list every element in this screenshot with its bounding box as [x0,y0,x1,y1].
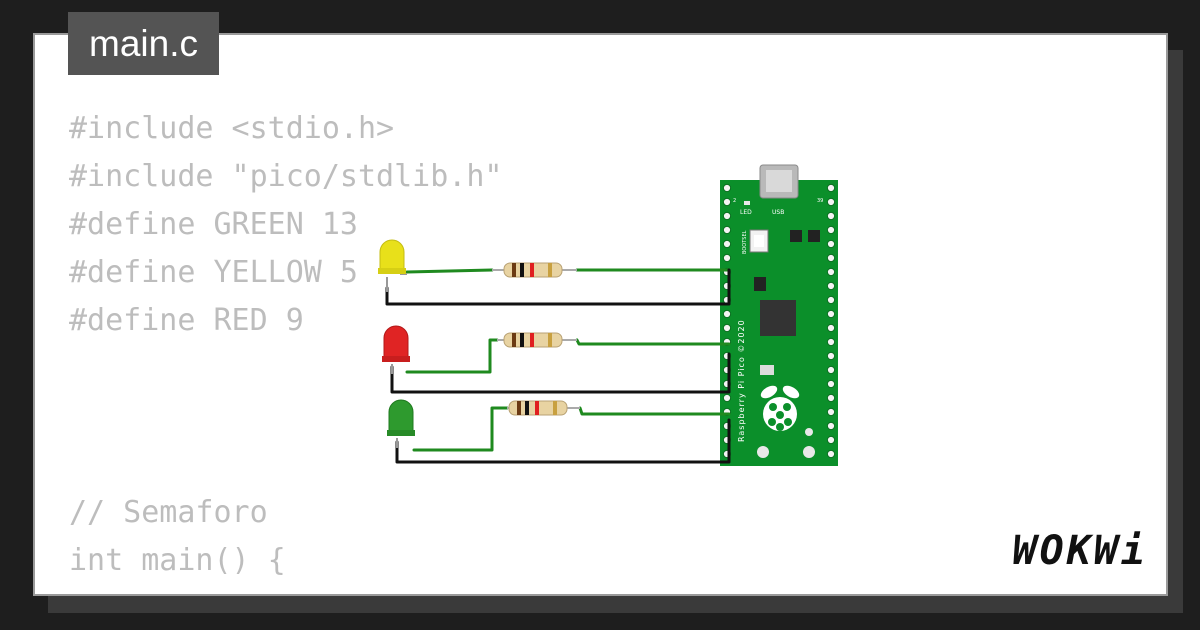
wire-green-gpio [578,406,731,416]
usb-port [766,170,792,192]
pin-hole [722,197,732,207]
pin-hole [722,239,732,249]
code-line: // Semaforo [69,495,268,530]
pin-hole [826,435,836,445]
pin-last-label: 39 [817,198,823,204]
pin-hole [722,211,732,221]
file-tab-main-c[interactable]: main.c [68,12,219,75]
mount-hole [805,428,813,436]
pin-hole [826,351,836,361]
pin-hole [826,309,836,319]
pin-hole [826,197,836,207]
code-line: int main() { [69,543,286,578]
led-yellow [378,239,407,292]
pin-hole [826,365,836,375]
mount-hole [803,446,815,458]
circuit-diagram: LED USB 2 39 BOOTSEL Raspberry Pi Pico ©… [378,164,838,466]
wire-red-gnd [390,352,731,394]
led-red [382,325,410,374]
wire-green-led [412,406,509,452]
pin-hole [826,211,836,221]
wokwi-logo: WOKWi [1012,528,1148,574]
pin-hole [826,253,836,263]
pin-hole [826,267,836,277]
pin-hole [826,449,836,459]
led-label: LED [740,209,752,216]
code-line: gpio_init(GREEN); [69,585,502,594]
bootsel-label: BOOTSEL [742,230,748,254]
pico-board: LED USB 2 39 BOOTSEL Raspberry Pi Pico ©… [720,164,838,466]
resistor-3 [507,400,580,416]
resistor-2 [497,332,577,348]
pin-hole [722,393,732,403]
wire-red-gpio [575,338,731,346]
resistor-1 [492,262,577,278]
led-green [387,399,415,448]
flash-chip [790,230,802,242]
led-green-body [388,399,414,433]
pin-hole [826,295,836,305]
mount-hole [757,446,769,458]
pin-hole [722,183,732,193]
pin-hole [826,225,836,235]
pin-hole [722,323,732,333]
pin-hole [826,239,836,249]
project-card: #include <stdio.h> #include "pico/stdlib.… [33,33,1168,596]
crystal [754,277,766,291]
wire-yellow-led [405,268,494,274]
board-label: Raspberry Pi Pico ©2020 [737,319,746,442]
pin-first-label: 2 [733,198,736,204]
regulator-chip [808,230,820,242]
pin-hole [826,407,836,417]
code-line: #define RED 9 [69,303,304,338]
pin-hole [826,281,836,291]
pin-hole [826,183,836,193]
led-red-body [383,325,409,359]
pin-hole [826,323,836,333]
code-line: #include <stdio.h> [69,111,395,146]
usb-label: USB [772,209,784,216]
wire-green-gnd [395,418,731,464]
smd-part [760,365,774,375]
pin-hole [722,309,732,319]
raspberry-pi-logo-icon [760,385,800,431]
code-line: #define YELLOW 5 [69,255,358,290]
pin-hole [722,225,732,235]
pin-hole [826,379,836,389]
pin-header-right [826,183,836,459]
led-yellow-body [379,239,405,271]
pin-hole [826,421,836,431]
rp2040-chip [760,300,796,336]
bootsel-cap [754,235,764,247]
code-preview: #include <stdio.h> #include "pico/stdlib.… [69,105,503,594]
onboard-led [744,201,750,205]
code-line: #define GREEN 13 [69,207,358,242]
pin-hole [722,253,732,263]
code-line: #include "pico/stdlib.h" [69,159,503,194]
pin-hole [826,393,836,403]
pin-hole [826,337,836,347]
wires [385,268,731,464]
wire-red-led [405,338,499,374]
wire-yellow-gnd [385,282,731,306]
